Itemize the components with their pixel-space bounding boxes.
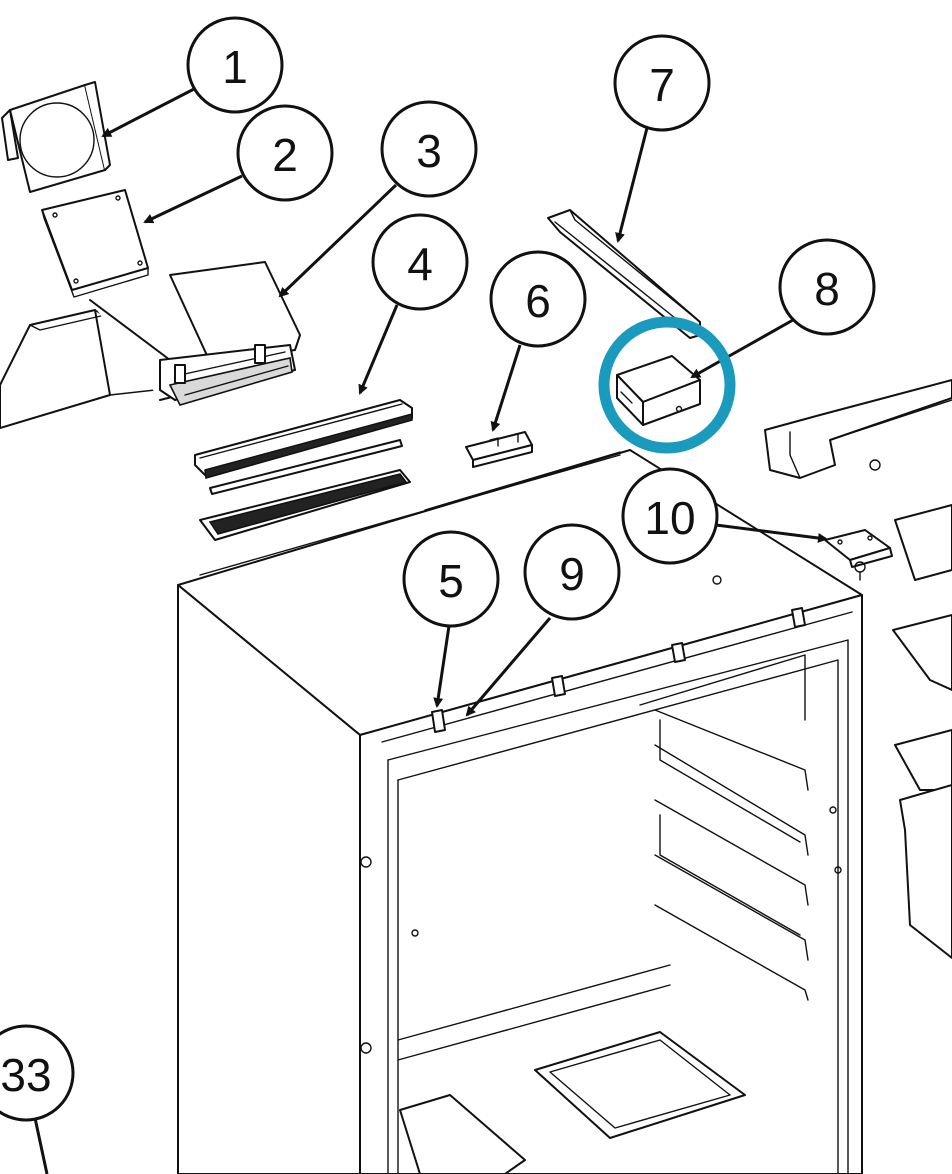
callout-2[interactable]: 2 [236, 104, 334, 202]
callout-8[interactable]: 8 [778, 238, 876, 336]
callout-5[interactable]: 5 [402, 530, 500, 628]
part-4-grille-assembly [194, 399, 413, 541]
callout-33[interactable]: 33 [0, 1024, 75, 1122]
callout-6-label: 6 [525, 275, 551, 327]
part-8-module-box [616, 355, 701, 426]
part-10-hinge-plate [824, 529, 893, 581]
callout-33-label: 33 [0, 1049, 51, 1101]
callout-8-label: 8 [814, 263, 840, 315]
callout-2-label: 2 [272, 129, 298, 181]
callout-1-label: 1 [222, 41, 248, 93]
callout-7[interactable]: 7 [613, 34, 711, 132]
callout-4-label: 4 [407, 238, 433, 290]
part-6-bracket [465, 431, 533, 468]
part-3-evaporator-housing [0, 261, 301, 429]
callout-9-label: 9 [559, 548, 585, 600]
part-1-fan-shroud [1, 81, 111, 193]
callout-3[interactable]: 3 [380, 100, 478, 198]
callout-3-label: 3 [416, 125, 442, 177]
part-7-top-rail [547, 209, 701, 339]
callout-9[interactable]: 9 [523, 523, 621, 621]
callout-4[interactable]: 4 [371, 213, 469, 311]
door-rail-right [764, 379, 952, 479]
callout-6[interactable]: 6 [489, 250, 587, 348]
part-2-cover-plate [41, 189, 149, 298]
callout-7-label: 7 [649, 59, 675, 111]
callout-1[interactable]: 1 [186, 16, 284, 114]
leader-lines [33, 86, 828, 1174]
callout-10-label: 10 [644, 492, 695, 544]
callout-5-label: 5 [438, 555, 464, 607]
highlight-ring [598, 316, 736, 454]
callout-10[interactable]: 10 [621, 467, 719, 565]
refrigerator-cabinet [177, 449, 863, 1174]
right-shelves [892, 504, 952, 959]
